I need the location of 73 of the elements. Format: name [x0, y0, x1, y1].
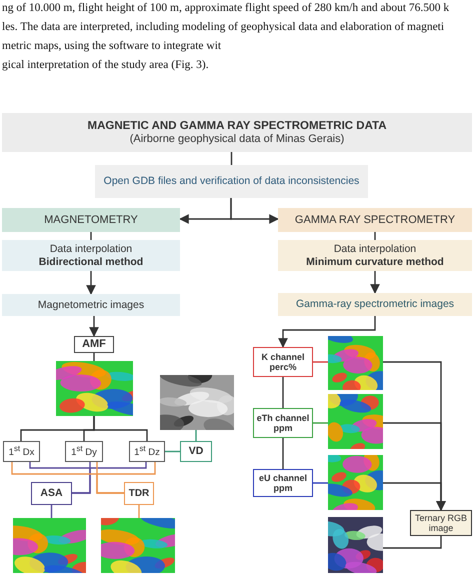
connector-line [282, 438, 284, 469]
box-title: eU channel ppm [258, 472, 308, 494]
connector-line [313, 482, 328, 484]
picture [328, 517, 383, 573]
box-title: GAMMA RAY SPECTROMETRY [294, 214, 456, 226]
connector-line [282, 377, 284, 408]
box-title: Data interpolation [334, 243, 416, 256]
arrow [86, 271, 96, 295]
box-subtitle: Minimum curvature method [306, 256, 444, 268]
box-title: TDR [128, 488, 150, 500]
arrow [230, 198, 279, 224]
connector-line [93, 416, 148, 441]
box-title: Gamma-ray spectrometric images [296, 298, 454, 311]
channel-box [253, 347, 313, 377]
connector-line [72, 462, 147, 494]
box-title: eTh channel ppm [256, 412, 310, 434]
section-band [2, 208, 180, 232]
box-title: AMF [82, 338, 106, 351]
connector-line [96, 462, 156, 494]
picture [13, 518, 86, 573]
process-box [180, 441, 212, 462]
paragraph-text: gical interpretation of the study area (Fig. 3). [2, 59, 209, 71]
arrow [278, 316, 376, 348]
header-band [2, 113, 472, 152]
box-title: Magnetometric images [38, 298, 144, 312]
box-title: K channel perc% [260, 352, 306, 372]
process-box [74, 336, 114, 353]
box-title: Ternary RGB image [415, 512, 467, 534]
box-subtitle: (Airborne geophysical data of Minas Gerais) [130, 132, 344, 146]
process-box [3, 441, 40, 462]
process-box [2, 294, 180, 316]
process-box [278, 293, 472, 316]
process-box [95, 165, 368, 198]
process-box [31, 482, 72, 505]
output-box [410, 510, 472, 536]
connector-line [313, 422, 328, 424]
paragraph-text: ng of 10.000 m, flight height of 100 m, approximate flight speed of 280 km/h and about 76.500 k [2, 2, 450, 14]
channel-box [253, 408, 313, 438]
connector-line [230, 152, 232, 165]
process-box [2, 240, 180, 271]
connector-line [313, 361, 328, 363]
picture [328, 455, 383, 510]
connector-line [138, 505, 140, 518]
picture [101, 518, 175, 573]
box-title: 1$^{st}$ Dy [71, 444, 97, 460]
box-title: 1$^{st}$ Dz [134, 444, 160, 460]
box-title: 1$^{st}$ Dx [8, 444, 34, 460]
picture [160, 375, 234, 430]
process-box [65, 441, 103, 462]
box-title: Open GDB files and verification of data inconsistencies [104, 175, 360, 188]
picture [328, 336, 383, 390]
arrow [383, 482, 446, 511]
paragraph-text: les. The data are interpreted, including modeling of geophysical data and elaboration of magneti [2, 21, 444, 33]
section-band [278, 208, 472, 232]
box-title: Data interpolation [50, 243, 132, 256]
channel-box [253, 469, 313, 497]
picture [56, 361, 133, 416]
connector-line [165, 450, 180, 452]
arrow [89, 316, 99, 337]
process-box [124, 482, 154, 505]
connector-line [195, 430, 197, 441]
box-title: VD [188, 445, 204, 458]
box-title: ASA [40, 487, 63, 500]
connector-line [383, 536, 442, 549]
arrow [370, 271, 380, 294]
paragraph-text: metric maps, using the software to integrate wit [2, 40, 222, 52]
box-title: MAGNETIC AND GAMMA RAY SPECTROMETRIC DATA [88, 120, 386, 133]
box-title: MAGNETOMETRY [44, 214, 138, 226]
process-box [278, 240, 472, 271]
process-box [129, 441, 165, 462]
picture [328, 394, 383, 449]
box-subtitle: Bidirectional method [38, 256, 144, 268]
connector-line [50, 505, 52, 518]
